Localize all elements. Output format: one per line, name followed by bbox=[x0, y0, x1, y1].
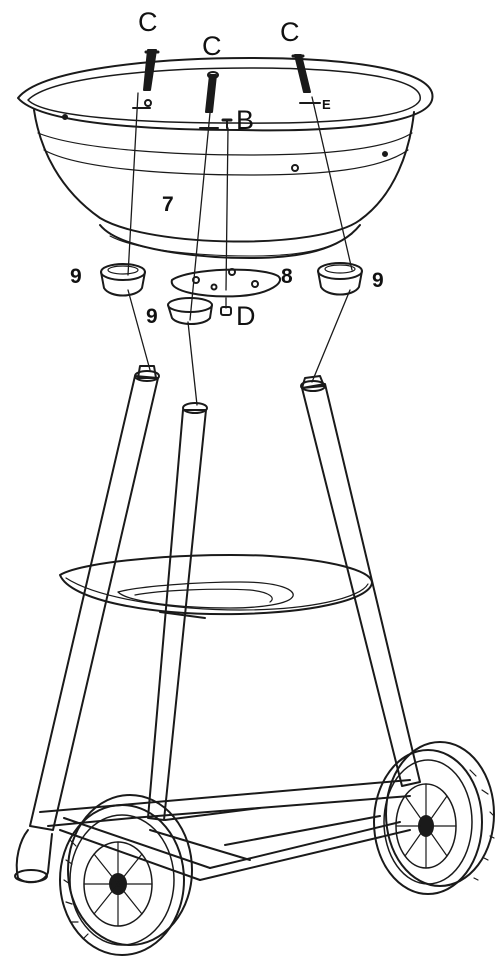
label-leg-socket-right: 9 bbox=[372, 269, 384, 292]
label-screw-c-middle: C bbox=[202, 31, 222, 61]
base-frame bbox=[39, 779, 411, 881]
label-ash-plate: 8 bbox=[281, 265, 293, 288]
screw-c-middle bbox=[205, 71, 219, 113]
label-screw-b: B bbox=[236, 105, 255, 135]
leg-socket-right bbox=[317, 262, 363, 296]
grill-bowl bbox=[17, 57, 434, 259]
label-nut-d: D bbox=[236, 301, 256, 331]
screw-b bbox=[221, 118, 233, 129]
label-screw-c-right: C bbox=[280, 17, 300, 47]
label-leg-socket-left: 9 bbox=[70, 265, 82, 288]
leg-socket-left bbox=[100, 263, 146, 297]
wheel-front bbox=[59, 794, 193, 956]
label-leg-socket-middle: 9 bbox=[146, 305, 158, 328]
screw-c-right bbox=[291, 54, 311, 93]
label-screw-c-left: C bbox=[138, 7, 158, 37]
nut-d bbox=[220, 306, 232, 316]
leg-right bbox=[300, 375, 421, 787]
wheel-rear bbox=[373, 741, 495, 895]
leg-socket-middle bbox=[167, 297, 213, 325]
middle-shelf-ring bbox=[59, 554, 373, 619]
screw-c-left bbox=[143, 49, 160, 91]
leg-left bbox=[14, 365, 160, 884]
label-clip-e: E bbox=[322, 97, 331, 112]
label-bowl: 7 bbox=[162, 193, 174, 216]
ash-plate bbox=[170, 268, 281, 298]
assembly-guide-lines bbox=[127, 92, 353, 406]
